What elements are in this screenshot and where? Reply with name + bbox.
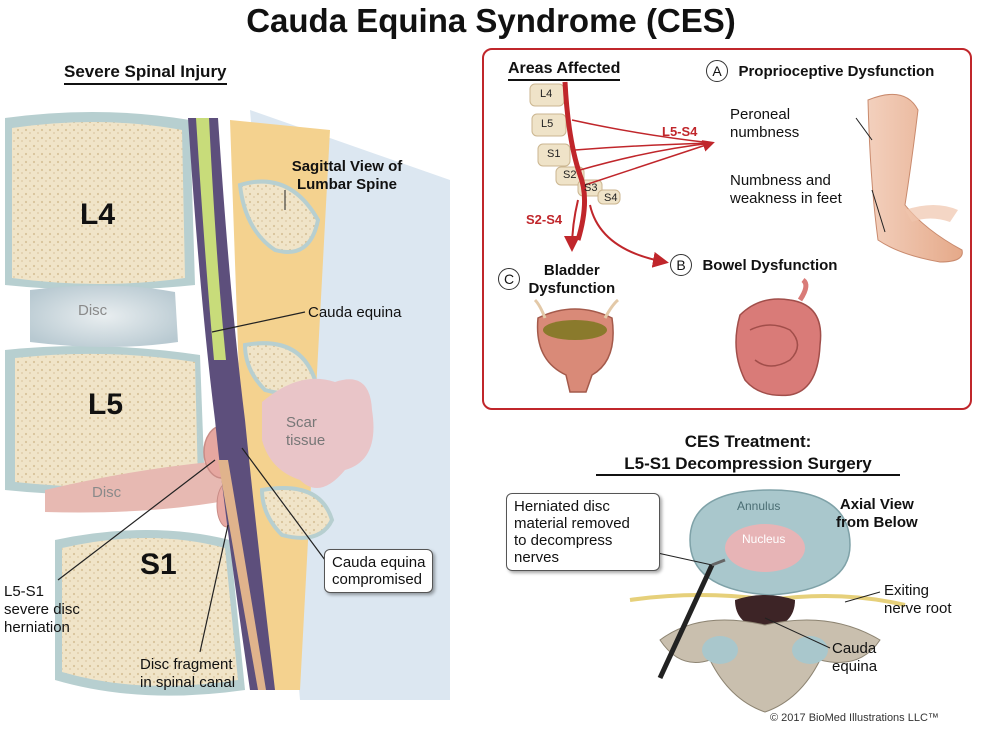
disc-label-upper: Disc: [78, 302, 108, 319]
level-s2: S2: [563, 169, 577, 181]
circle-letter-b: B: [670, 254, 692, 276]
left-panel-heading: Severe Spinal Injury: [64, 62, 227, 85]
level-s3: S3: [584, 182, 598, 194]
disc-fragment-label: Disc fragment in spinal canal: [140, 656, 236, 691]
scar-tissue-label: Scar tissue: [286, 414, 326, 449]
vertebra-label-s1: S1: [140, 548, 177, 581]
level-l5: L5: [541, 118, 554, 130]
peroneal-label: Peroneal numbness: [730, 106, 800, 141]
sagittal-view-label: Sagittal View of Lumbar Spine: [291, 158, 403, 193]
bowel-title: Bowel Dysfunction: [702, 257, 838, 274]
nucleus-label: Nucleus: [742, 532, 786, 546]
cauda-compromised-callout: Cauda equina compromised: [324, 549, 434, 593]
annulus-label: Annulus: [737, 499, 781, 513]
section-b-header: B Bowel Dysfunction: [670, 254, 837, 276]
treatment-heading-line2: L5-S1 Decompression Surgery: [624, 454, 872, 473]
areas-affected-illustration: [529, 81, 963, 397]
level-s1: S1: [547, 148, 561, 160]
areas-affected-panel: [482, 48, 972, 410]
circle-letter-a: A: [706, 60, 728, 82]
vertebra-label-l4: L4: [80, 198, 116, 231]
l5-s4-label: L5-S4: [662, 124, 698, 139]
level-s4: S4: [604, 192, 618, 204]
herniation-label: L5-S1 severe disc herniation: [4, 583, 80, 636]
section-c-header: C Bladder Dysfunction: [498, 262, 615, 298]
disc-label-lower: Disc: [92, 484, 122, 501]
areas-affected-heading: Areas Affected: [508, 60, 621, 81]
treatment-heading-line1: CES Treatment:: [684, 432, 812, 451]
s2-s4-label: S2-S4: [526, 212, 563, 227]
herniated-removed-callout: Herniated disc material removed to decom…: [506, 493, 660, 571]
exiting-nerve-label: Exiting nerve root: [884, 582, 952, 617]
vertebra-label-l5: L5: [88, 388, 124, 421]
sagittal-spine-illustration: [5, 110, 450, 700]
cauda-equina-axial-label: Cauda equina: [832, 640, 878, 675]
feet-label: Numbness and weakness in feet: [730, 172, 842, 207]
cauda-equina-label: Cauda equina: [308, 304, 402, 321]
axial-view-label: Axial View from Below: [836, 496, 918, 531]
proprioceptive-title: Proprioceptive Dysfunction: [738, 63, 935, 80]
bladder-title: Bladder Dysfunction: [528, 262, 616, 297]
copyright: © 2017 BioMed Illustrations LLC™: [770, 712, 939, 724]
axial-view-illustration: [629, 489, 906, 713]
level-l4: L4: [540, 88, 553, 100]
section-a-header: A Proprioceptive Dysfunction: [706, 60, 934, 82]
page-title: Cauda Equina Syndrome (CES): [246, 2, 736, 39]
circle-letter-c: C: [498, 268, 520, 290]
